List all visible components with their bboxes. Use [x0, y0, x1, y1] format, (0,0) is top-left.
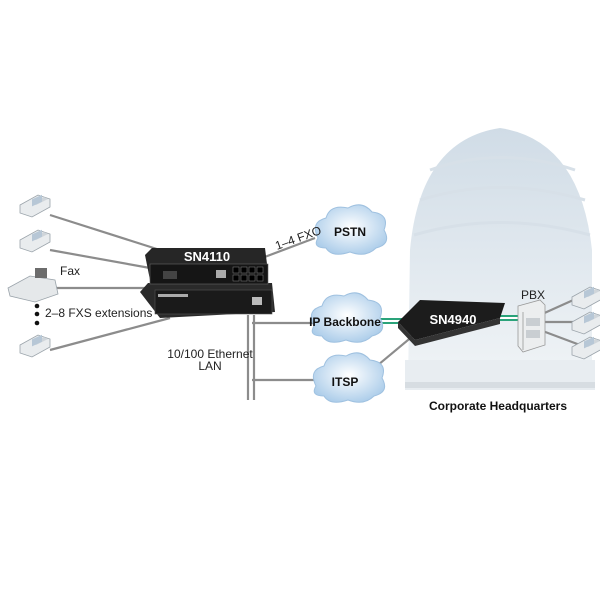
itsp-cloud [312, 352, 386, 403]
phone-link-1 [49, 213, 161, 252]
pbx-cabinet [517, 299, 546, 353]
phone-icon [19, 334, 51, 358]
ip-backbone-label: IP Backbone [309, 315, 381, 329]
fxs-label: 2–8 FXS extensions [45, 306, 152, 320]
phone-icon [19, 229, 51, 253]
phone-icon [19, 194, 51, 218]
pstn-label: PSTN [334, 225, 366, 239]
headquarters-building [405, 128, 595, 390]
itsp-label: ITSP [332, 375, 359, 389]
lan-label-line1: 10/100 Ethernet [167, 347, 253, 361]
ellipsis-dots [34, 303, 40, 326]
sn4110-label: SN4110 [184, 249, 230, 264]
pstn-cloud [314, 204, 388, 255]
fxo-link [261, 236, 316, 260]
ip-backbone-cloud [310, 292, 384, 343]
hq-label: Corporate Headquarters [429, 399, 567, 413]
sn4110-device [140, 248, 275, 318]
phone-link-2 [49, 248, 151, 270]
fax-icon [7, 268, 59, 303]
fax-label: Fax [60, 264, 80, 278]
fxo-label: 1–4 FXO [273, 223, 323, 253]
sn4940-device [398, 300, 505, 346]
pbx-label: PBX [521, 288, 545, 302]
lan-label-line2: LAN [198, 359, 221, 373]
sn4940-label: SN4940 [430, 312, 477, 327]
backbone-link [378, 315, 522, 324]
phone-link-4 [49, 316, 171, 352]
